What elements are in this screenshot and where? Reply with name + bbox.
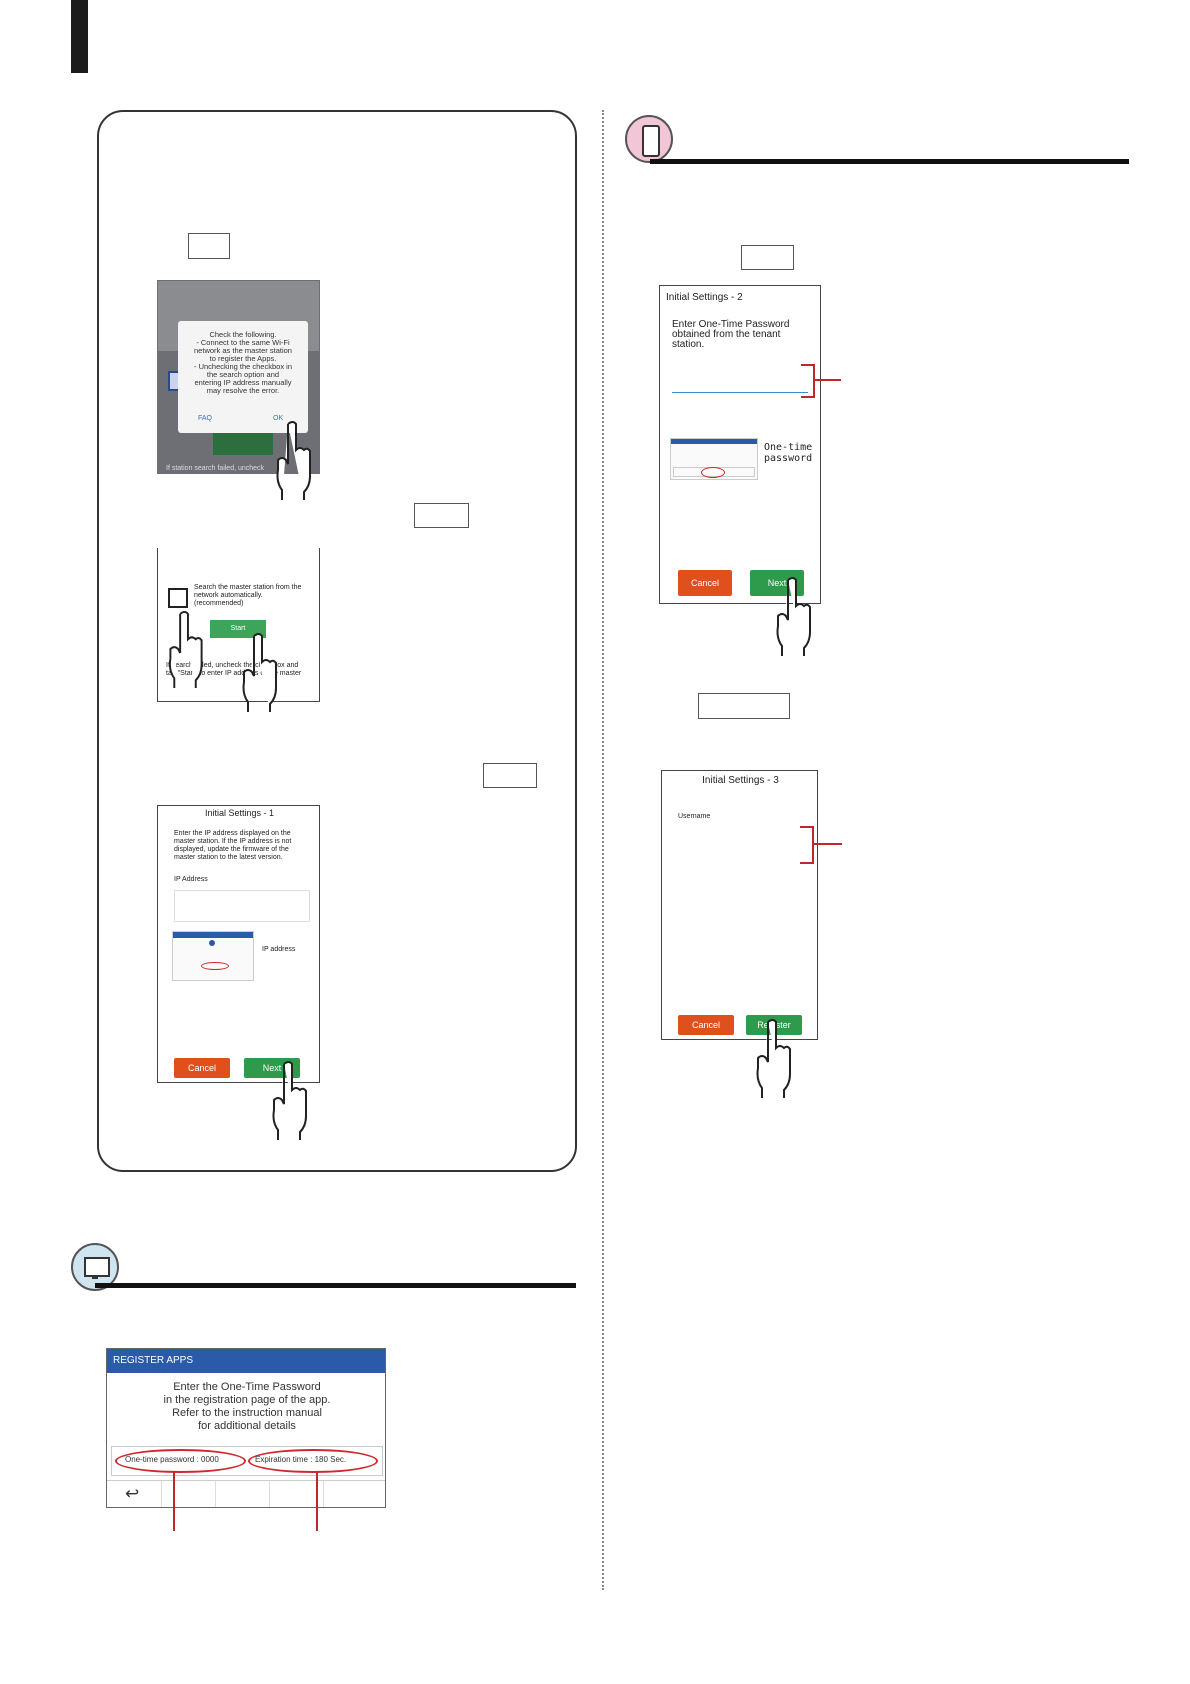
tapping-hand-icon xyxy=(168,610,203,689)
screenshot-register-apps: REGISTER APPS Enter the One-Time Passwor… xyxy=(106,1348,386,1508)
ip-address-input[interactable] xyxy=(174,890,310,922)
ip-label: IP Address xyxy=(174,876,208,883)
tapping-hand-icon xyxy=(276,421,311,500)
section-tab xyxy=(71,0,88,73)
tapping-hand-icon xyxy=(776,577,811,656)
screen-title: Initial Settings - 2 xyxy=(666,292,743,303)
key-box xyxy=(698,693,790,719)
screen-title: Initial Settings - 1 xyxy=(204,808,275,818)
callout-line xyxy=(813,379,841,381)
key-box xyxy=(741,245,794,270)
key-box xyxy=(188,233,230,259)
search-checkbox[interactable] xyxy=(168,588,188,608)
faq-link[interactable]: FAQ xyxy=(198,415,213,422)
key-box xyxy=(483,763,537,788)
otp-highlight xyxy=(115,1449,246,1473)
register-apps-header: REGISTER APPS xyxy=(107,1349,385,1373)
section-rule xyxy=(650,159,1129,164)
callout-line xyxy=(316,1471,318,1531)
column-separator xyxy=(602,110,604,1590)
otp-inset-image xyxy=(670,438,758,480)
input-callout-bracket xyxy=(801,364,815,398)
start-button[interactable]: Start xyxy=(210,620,266,638)
expiry-highlight xyxy=(248,1449,378,1473)
screenshot-initial-settings-1: Initial Settings - 1 Enter the IP addres… xyxy=(157,805,320,1083)
screenshot-initial-settings-2: Initial Settings - 2 Enter One-Time Pass… xyxy=(659,285,821,604)
procedure-box xyxy=(97,110,577,1172)
callout-line xyxy=(812,843,842,845)
cancel-button[interactable]: Cancel xyxy=(174,1058,230,1078)
username-label: Username xyxy=(678,813,711,820)
username-input[interactable] xyxy=(678,827,804,851)
screen-title: Initial Settings - 3 xyxy=(702,775,779,786)
tablet-toolbar: ↩ xyxy=(107,1480,385,1507)
input-callout-bracket xyxy=(800,826,814,864)
start-button-dim xyxy=(213,433,273,455)
callout-line xyxy=(173,1471,175,1531)
screenshot-initial-settings-3: Initial Settings - 3 Username Cancel Reg… xyxy=(661,770,818,1040)
section-rule xyxy=(95,1283,576,1288)
error-dialog: Check the following. - Connect to the sa… xyxy=(178,321,308,433)
back-icon[interactable]: ↩ xyxy=(125,1484,140,1503)
tapping-hand-icon xyxy=(756,1019,791,1098)
key-box xyxy=(414,503,469,528)
one-time-password: One-time password : 0000 xyxy=(125,1455,219,1464)
tapping-hand-icon xyxy=(242,633,277,712)
ip-inset-image xyxy=(172,931,254,981)
otp-inset-label: One-time password xyxy=(764,442,813,464)
smartphone-icon xyxy=(625,115,673,163)
tapping-hand-icon xyxy=(272,1061,307,1140)
expiration-time: Expiration time : 180 Sec. xyxy=(255,1455,347,1464)
cancel-button[interactable]: Cancel xyxy=(678,570,732,596)
password-input[interactable] xyxy=(672,392,808,393)
ok-link[interactable]: OK xyxy=(273,415,284,422)
cancel-button[interactable]: Cancel xyxy=(678,1015,734,1035)
